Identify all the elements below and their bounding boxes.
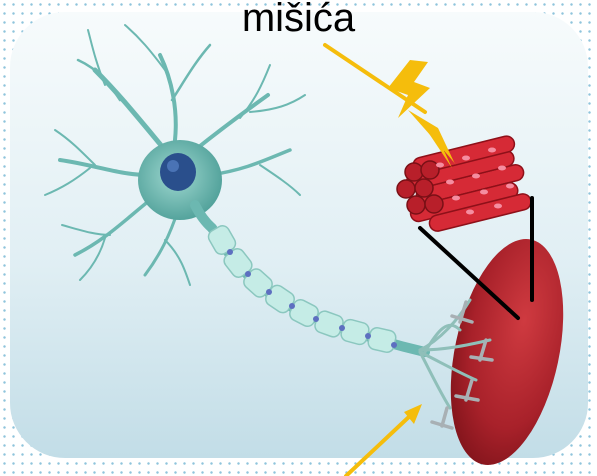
- nucleolus: [167, 160, 179, 172]
- muscle-label: mišića: [0, 0, 597, 41]
- nucleus: [160, 153, 196, 191]
